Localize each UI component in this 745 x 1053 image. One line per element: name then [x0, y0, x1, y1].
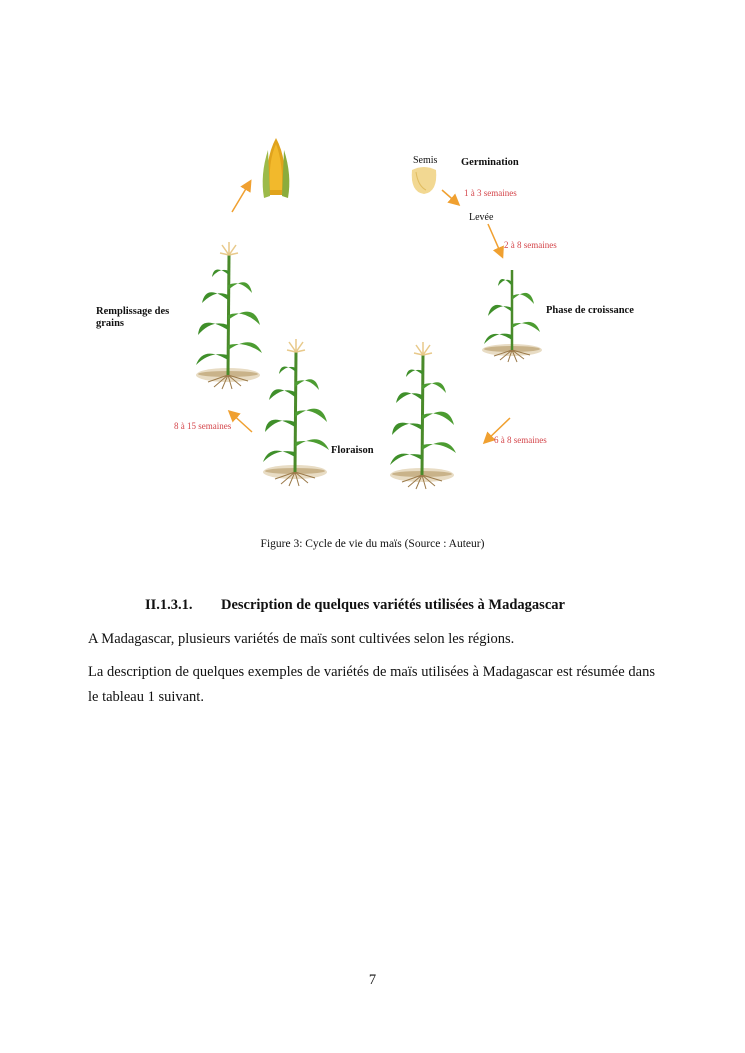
label-floraison: Floraison [331, 445, 374, 456]
label-germination: Germination [461, 157, 519, 168]
label-duration-4: 8 à 15 semaines [174, 421, 232, 431]
paragraph-2: La description de quelques exemples de v… [88, 660, 655, 710]
label-remplissage-line2: grains [96, 318, 124, 329]
label-phase-croissance: Phase de croissance [546, 305, 634, 316]
cycle-arrows [230, 182, 510, 442]
section-number: II.1.3.1. [145, 597, 193, 614]
maize-life-cycle-figure: Semis Germination 1 à 3 semaines Levée 2… [80, 120, 680, 520]
paragraph-1: A Madagascar, plusieurs variétés de maïs… [88, 627, 655, 652]
growth-phase-plant-icon [482, 270, 542, 362]
label-remplissage-line1: Remplissage des [96, 306, 169, 317]
section-title: Description de quelques variétés utilisé… [221, 597, 565, 614]
label-duration-2: 2 à 8 semaines [504, 240, 557, 250]
flowering-plant-icon [263, 339, 329, 486]
label-duration-3: 6 à 8 semaines [494, 435, 547, 445]
label-levee: Levée [469, 212, 494, 223]
page-number: 7 [0, 972, 745, 989]
mature-plant-icon [390, 342, 456, 489]
label-semis: Semis [413, 155, 438, 166]
figure-caption: Figure 3: Cycle de vie du maïs (Source :… [0, 538, 745, 550]
label-duration-1: 1 à 3 semaines [464, 188, 517, 198]
corn-cob-icon [263, 138, 290, 198]
seed-icon [412, 167, 437, 194]
grain-filling-plant-icon [196, 242, 262, 389]
